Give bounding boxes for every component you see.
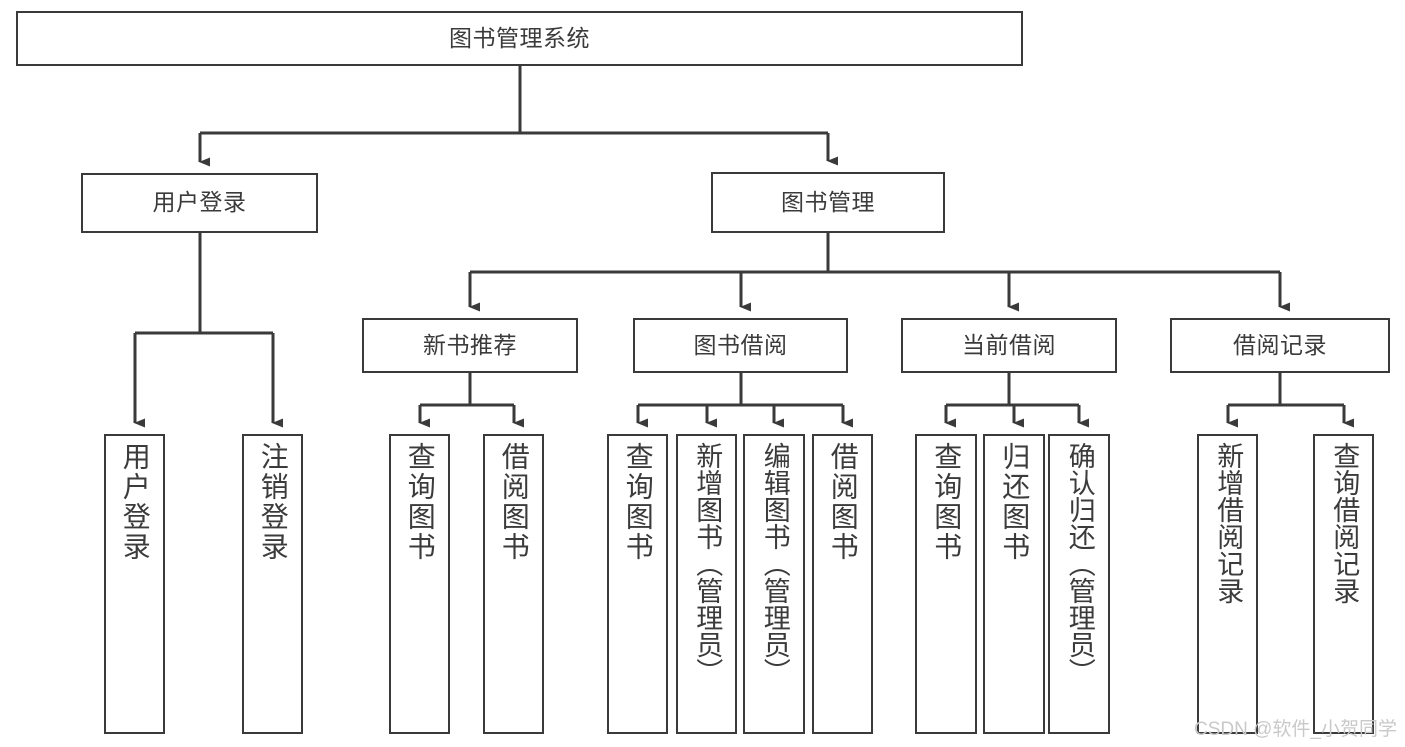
node-leaf-confirm-ret[interactable]: 确认归还（管理员）: [1048, 434, 1110, 734]
node-user-login[interactable]: 用户登录: [81, 173, 318, 233]
node-label: 编辑图书（管理员）: [759, 442, 790, 685]
node-label: 借阅图书: [498, 442, 530, 562]
node-book-manage[interactable]: 图书管理: [711, 172, 945, 233]
node-label: 新增借阅记录: [1213, 442, 1244, 604]
node-borrow-record[interactable]: 借阅记录: [1170, 318, 1390, 373]
node-leaf-borrow-book-1[interactable]: 借阅图书: [483, 434, 544, 734]
node-label: 注销登录: [257, 442, 289, 562]
csdn-watermark: CSDN @软件_小贺同学: [1194, 719, 1397, 740]
node-leaf-return-book[interactable]: 归还图书: [983, 434, 1045, 734]
node-leaf-query-record[interactable]: 查询借阅记录: [1313, 434, 1374, 734]
node-label: 查询借阅记录: [1329, 442, 1360, 604]
node-label: 新书推荐: [423, 331, 517, 358]
node-label: 借阅图书: [827, 442, 859, 562]
node-label: 归还图书: [999, 442, 1031, 562]
node-label: 用户登录: [119, 442, 151, 562]
node-leaf-logout[interactable]: 注销登录: [242, 434, 303, 734]
node-label: 图书借阅: [693, 331, 788, 358]
node-label: 当前借阅: [962, 331, 1056, 358]
node-leaf-edit-book[interactable]: 编辑图书（管理员）: [743, 434, 805, 734]
node-label: 用户登录: [152, 189, 247, 216]
node-root[interactable]: 图书管理系统: [16, 11, 1023, 66]
node-leaf-add-record[interactable]: 新增借阅记录: [1197, 434, 1258, 734]
node-label: 图书管理系统: [449, 24, 590, 51]
node-leaf-query-book-3[interactable]: 查询图书: [915, 434, 977, 734]
node-leaf-query-book-2[interactable]: 查询图书: [607, 434, 668, 734]
node-label: 新增图书（管理员）: [692, 442, 723, 685]
node-leaf-query-book-1[interactable]: 查询图书: [389, 434, 450, 734]
node-current-borrow[interactable]: 当前借阅: [901, 318, 1117, 373]
node-label: 借阅记录: [1233, 331, 1327, 358]
node-leaf-add-book[interactable]: 新增图书（管理员）: [676, 434, 737, 734]
node-label: 查询图书: [931, 442, 963, 562]
node-new-book-rec[interactable]: 新书推荐: [362, 318, 578, 373]
node-leaf-user-login[interactable]: 用户登录: [104, 434, 165, 734]
node-leaf-borrow-book-2[interactable]: 借阅图书: [812, 434, 873, 734]
node-book-borrow[interactable]: 图书借阅: [633, 318, 848, 373]
node-label: 确认归还（管理员）: [1064, 442, 1095, 685]
node-label: 查询图书: [404, 442, 436, 562]
node-label: 图书管理: [781, 188, 875, 215]
node-label: 查询图书: [622, 442, 654, 562]
